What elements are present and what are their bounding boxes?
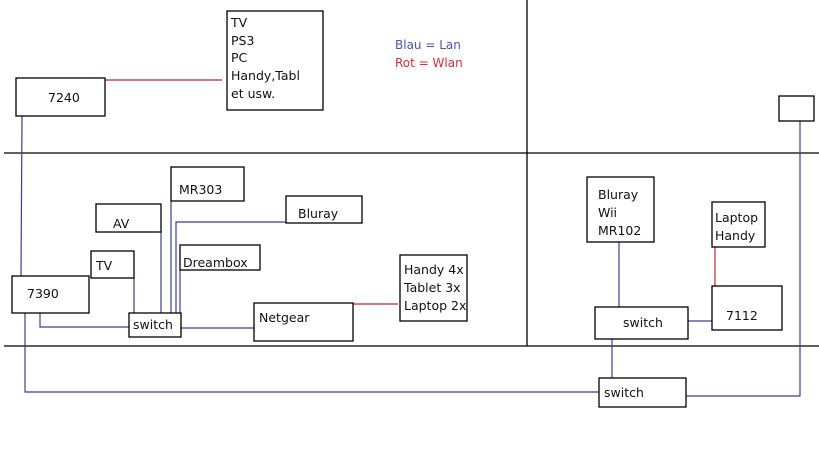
lan-7240-to-7390 — [20, 115, 23, 277]
right-devices: Bluray Wii MR102 — [586, 176, 655, 243]
switch-middle: switch — [128, 312, 182, 338]
lan-7390-to-switch — [39, 313, 130, 328]
legend-lan: Blau = Lan — [395, 38, 461, 52]
switch-bottom: switch — [598, 377, 687, 408]
lan-bottom-switch-to-top-right — [686, 121, 801, 397]
lan-bluray-to-switch — [175, 221, 286, 313]
client-label: TV — [230, 15, 248, 30]
legend-wlan: Rot = Wlan — [395, 56, 463, 70]
client-label: PC — [231, 50, 248, 65]
router-7112: 7112 — [711, 285, 783, 331]
empty-box — [778, 95, 815, 122]
device-label: Wii — [598, 205, 617, 220]
client-label: Handy 4x — [404, 262, 464, 277]
client-label: Tablet 3x — [403, 280, 461, 295]
router-7240-label: 7240 — [48, 90, 80, 105]
device-dreambox: Dreambox — [179, 244, 261, 271]
switch-right-label: switch — [623, 315, 663, 330]
lan-7390-to-bottom-switch — [24, 313, 600, 393]
client-label: Laptop 2x — [404, 298, 466, 313]
device-label: MR102 — [598, 223, 641, 238]
client-label: Laptop — [715, 210, 758, 225]
router-7112-label: 7112 — [726, 308, 758, 323]
client-label: PS3 — [231, 33, 254, 48]
device-bluray-label: Bluray — [298, 206, 339, 221]
device-label: Bluray — [598, 187, 639, 202]
router-7240: 7240 — [15, 77, 106, 117]
legend: Blau = Lan Rot = Wlan — [395, 38, 463, 70]
wlan-clients-top: TV PS3 PC Handy,Tabl et usw. — [226, 10, 324, 111]
wlan-clients-middle: Handy 4x Tablet 3x Laptop 2x — [399, 254, 468, 322]
netgear-label: Netgear — [259, 310, 310, 325]
device-av-label: AV — [113, 216, 130, 231]
device-bluray: Bluray — [285, 195, 363, 224]
switch-bottom-label: switch — [604, 385, 644, 400]
switch-middle-label: switch — [133, 317, 173, 332]
router-7390: 7390 — [11, 275, 90, 314]
device-dreambox-label: Dreambox — [183, 255, 248, 270]
client-label: Handy — [715, 228, 756, 243]
device-mr303-label: MR303 — [179, 182, 222, 197]
right-wlan-clients: Laptop Handy — [711, 201, 766, 248]
client-label: Handy,Tabl — [231, 68, 300, 83]
device-tv: TV — [90, 250, 135, 279]
device-tv-label: TV — [95, 258, 113, 273]
netgear: Netgear — [253, 302, 354, 342]
client-label: et usw. — [231, 86, 275, 101]
router-7390-label: 7390 — [27, 286, 59, 301]
device-mr303: MR303 — [170, 166, 245, 202]
device-av: AV — [95, 203, 162, 233]
switch-right: switch — [594, 306, 689, 340]
